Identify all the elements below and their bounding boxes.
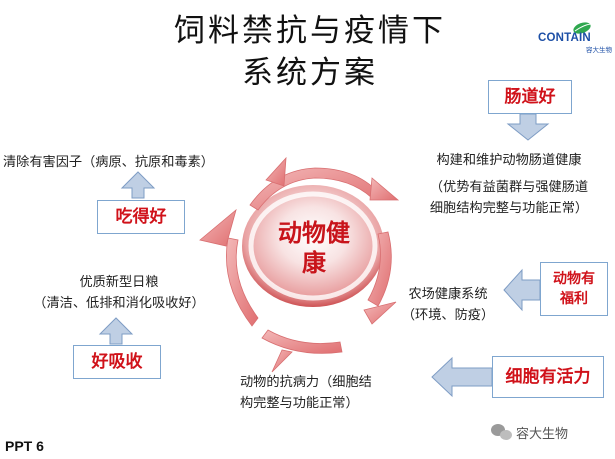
box-absorb: 好吸收	[73, 345, 161, 379]
center-circle	[242, 185, 384, 307]
callout-arrows	[98, 113, 550, 398]
text-disease-resistance: 动物的抗病力（细胞结 构完整与功能正常）	[240, 375, 372, 411]
title-line-1: 饲料禁抗与疫情下	[174, 13, 446, 49]
arc-arrow-left	[226, 237, 259, 327]
arc-head-bottom-left	[271, 349, 293, 373]
arc-arrow-right	[367, 231, 392, 307]
box-gut: 肠道好	[488, 80, 572, 114]
arc-head-top-right	[369, 177, 400, 201]
text-ration: 优质新型日粮 （清洁、低排和消化吸收好）	[33, 275, 205, 311]
center-label-line-2: 康	[302, 249, 326, 277]
box-cell: 细胞有活力	[492, 356, 604, 398]
arc-arrow-bottom	[261, 329, 343, 354]
center-label: 动物健 康	[262, 218, 366, 278]
arc-head-top-left	[265, 156, 287, 187]
wechat-icon	[491, 424, 512, 440]
text-clear-harmful: 清除有害因子（病原、抗原和毒素）	[3, 155, 214, 170]
left-arrow-welfare	[503, 268, 541, 312]
down-arrow-gut	[506, 113, 550, 141]
page-title: 饲料禁抗与疫情下 系统方案	[120, 10, 500, 94]
company-logo: CONTAIN 容大生物	[538, 20, 612, 54]
text-farm-system: 农场健康系统 （环境、防疫）	[401, 287, 495, 323]
up-arrow-absorb	[98, 317, 134, 345]
arc-head-right	[363, 301, 397, 325]
box-eat: 吃得好	[97, 200, 185, 234]
watermark-text: 容大生物	[516, 427, 569, 442]
text-gut-health: 构建和维护动物肠道健康 （优势有益菌群与强健肠道 细胞结构完整与功能正常）	[429, 153, 589, 216]
center-label-line-1: 动物健	[278, 219, 350, 247]
logo-sub: 容大生物	[586, 46, 612, 54]
logo-brand: CONTAIN	[538, 32, 591, 44]
up-arrow-eat	[120, 171, 156, 199]
left-arrow-cell	[431, 356, 493, 398]
cycle-arrows	[199, 156, 400, 373]
slide-number: PPT 6	[5, 438, 44, 454]
logo-leaf-icon	[573, 22, 593, 34]
title-line-2: 系统方案	[242, 55, 378, 91]
box-welfare: 动物有 福利	[540, 262, 608, 316]
arc-head-left	[199, 208, 237, 247]
